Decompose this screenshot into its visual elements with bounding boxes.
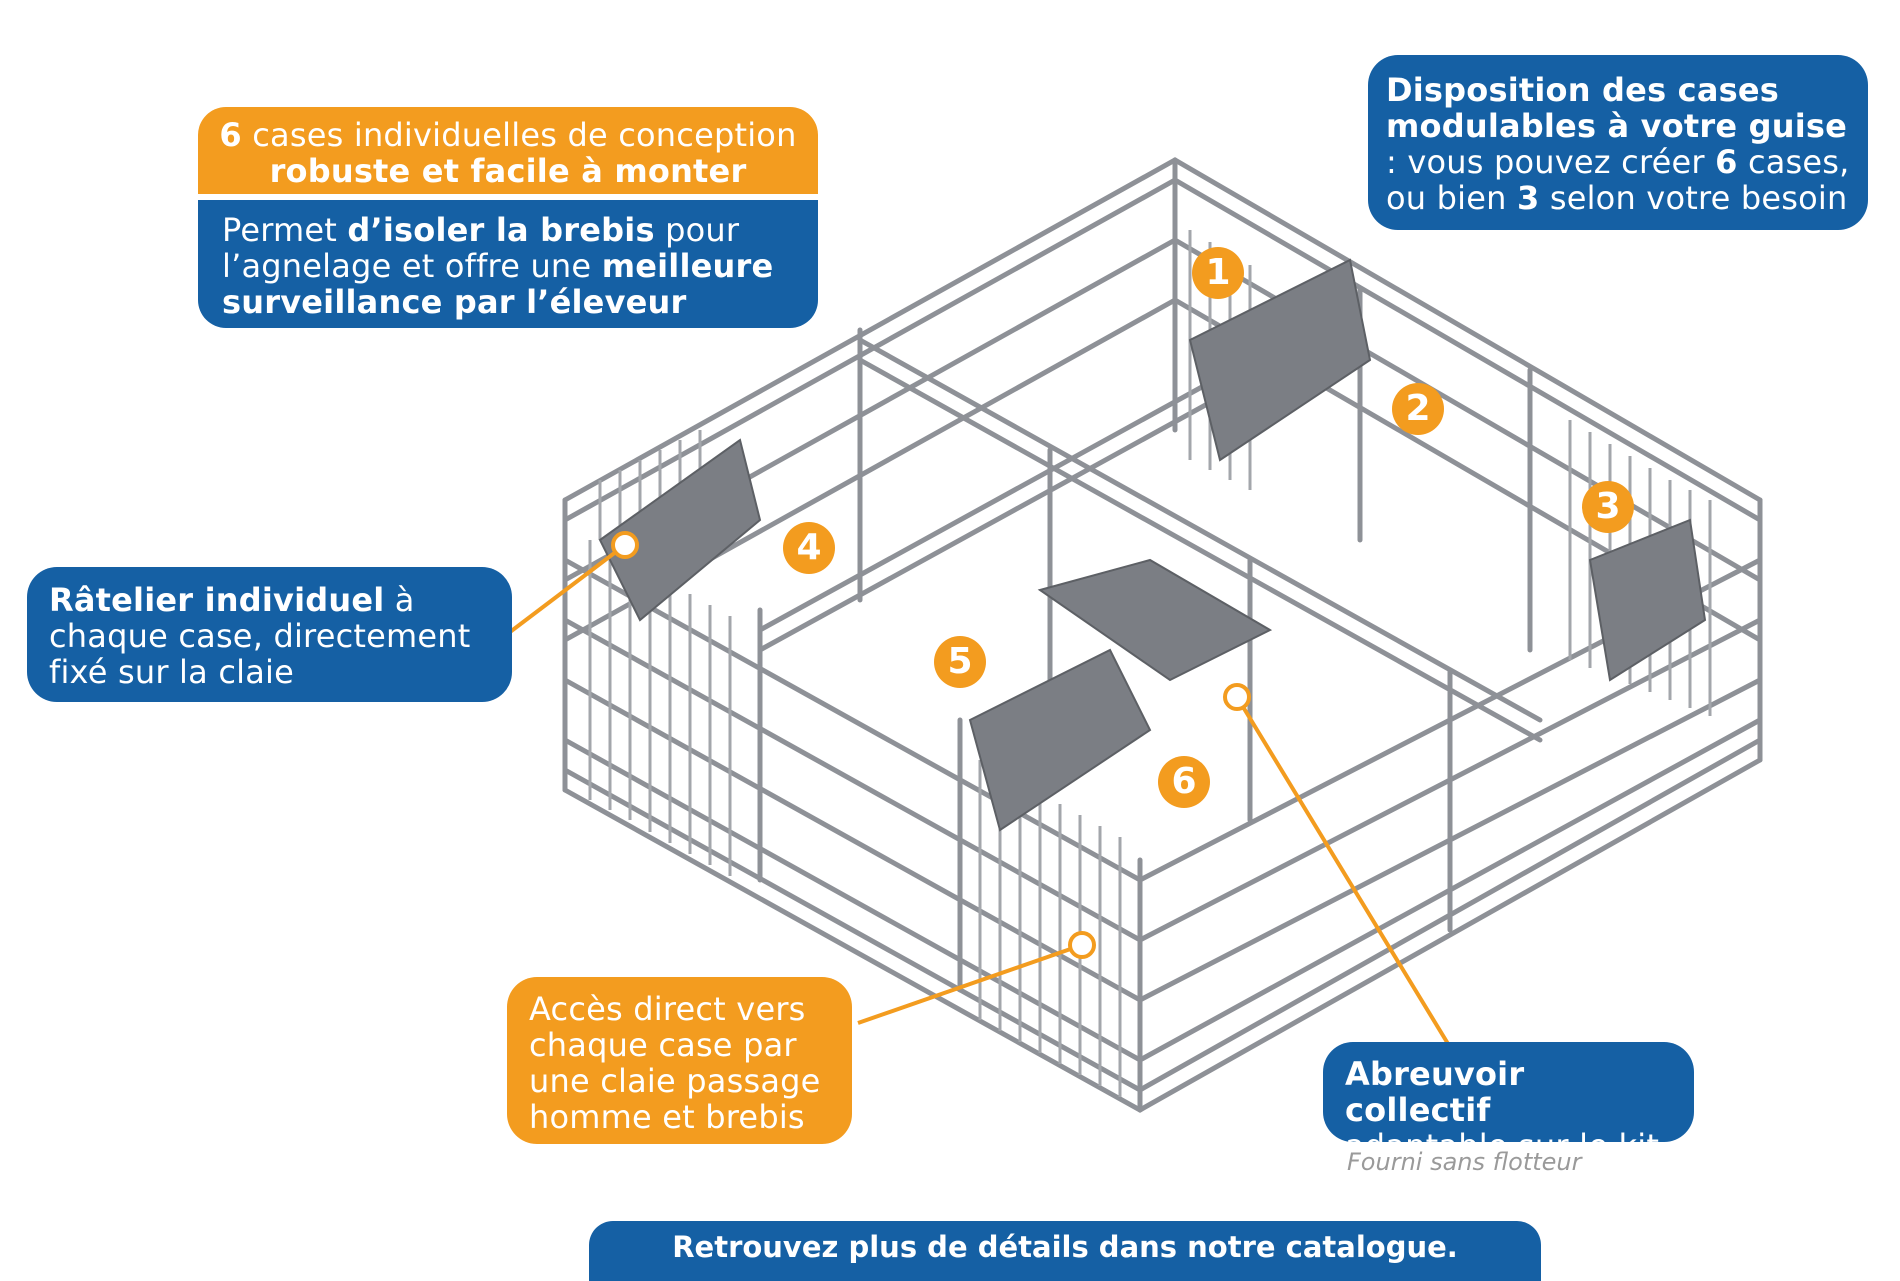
cases-text-bold: robuste et facile à monter (269, 152, 747, 190)
pen-number-6: 6 (1158, 756, 1210, 808)
disposition-number-3: 3 (1516, 179, 1540, 217)
ratelier-text: à chaque case, directement fixé sur la c… (49, 581, 471, 691)
disposition-text-3: selon votre besoin (1539, 179, 1848, 217)
cases-text: cases individuelles de conception (241, 116, 797, 154)
acces-text: Accès direct vers chaque case par une cl… (529, 990, 821, 1136)
abreuvoir-note: Fourni sans flotteur (1347, 1148, 1582, 1176)
abreuvoir-callout: Abreuvoir collectif adaptable sur le kit (1323, 1042, 1694, 1164)
abreuvoir-text: adaptable sur le kit (1345, 1127, 1660, 1165)
isoler-text-bold-2: meilleure surveillance par l’éleveur (222, 247, 774, 321)
pen-number-4: 4 (783, 522, 835, 574)
disposition-text-1: : vous pouvez créer (1386, 143, 1716, 181)
isoler-text-bold-1: d’isoler la brebis (347, 211, 655, 249)
isoler-text-2: pour l’agnelage et offre une (222, 211, 740, 285)
cases-callout-header: 6 cases individuelles de conception robu… (198, 107, 818, 194)
cases-count: 6 (219, 116, 242, 154)
pen-number-5: 5 (934, 636, 986, 688)
disposition-title: Disposition des cases modulables à votre… (1386, 71, 1848, 145)
pen-number-3: 3 (1582, 481, 1634, 533)
disposition-callout: Disposition des cases modulables à votre… (1368, 55, 1868, 230)
disposition-number-6: 6 (1715, 143, 1738, 181)
abreuvoir-title: Abreuvoir collectif (1345, 1055, 1525, 1129)
isoler-text-1: Permet (222, 211, 348, 249)
ratelier-callout: Râtelier individuel à chaque case, direc… (27, 567, 512, 702)
acces-callout: Accès direct vers chaque case par une cl… (507, 977, 852, 1144)
ratelier-title: Râtelier individuel (49, 581, 385, 619)
isoler-callout: Permet d’isoler la brebis pour l’agnelag… (198, 200, 818, 328)
pen-number-1: 1 (1192, 247, 1244, 299)
catalogue-banner[interactable]: Retrouvez plus de détails dans notre cat… (589, 1221, 1541, 1281)
catalogue-banner-text: Retrouvez plus de détails dans notre cat… (672, 1230, 1458, 1264)
disposition-text-2: cases, ou bien (1386, 143, 1850, 217)
pen-number-2: 2 (1392, 383, 1444, 435)
